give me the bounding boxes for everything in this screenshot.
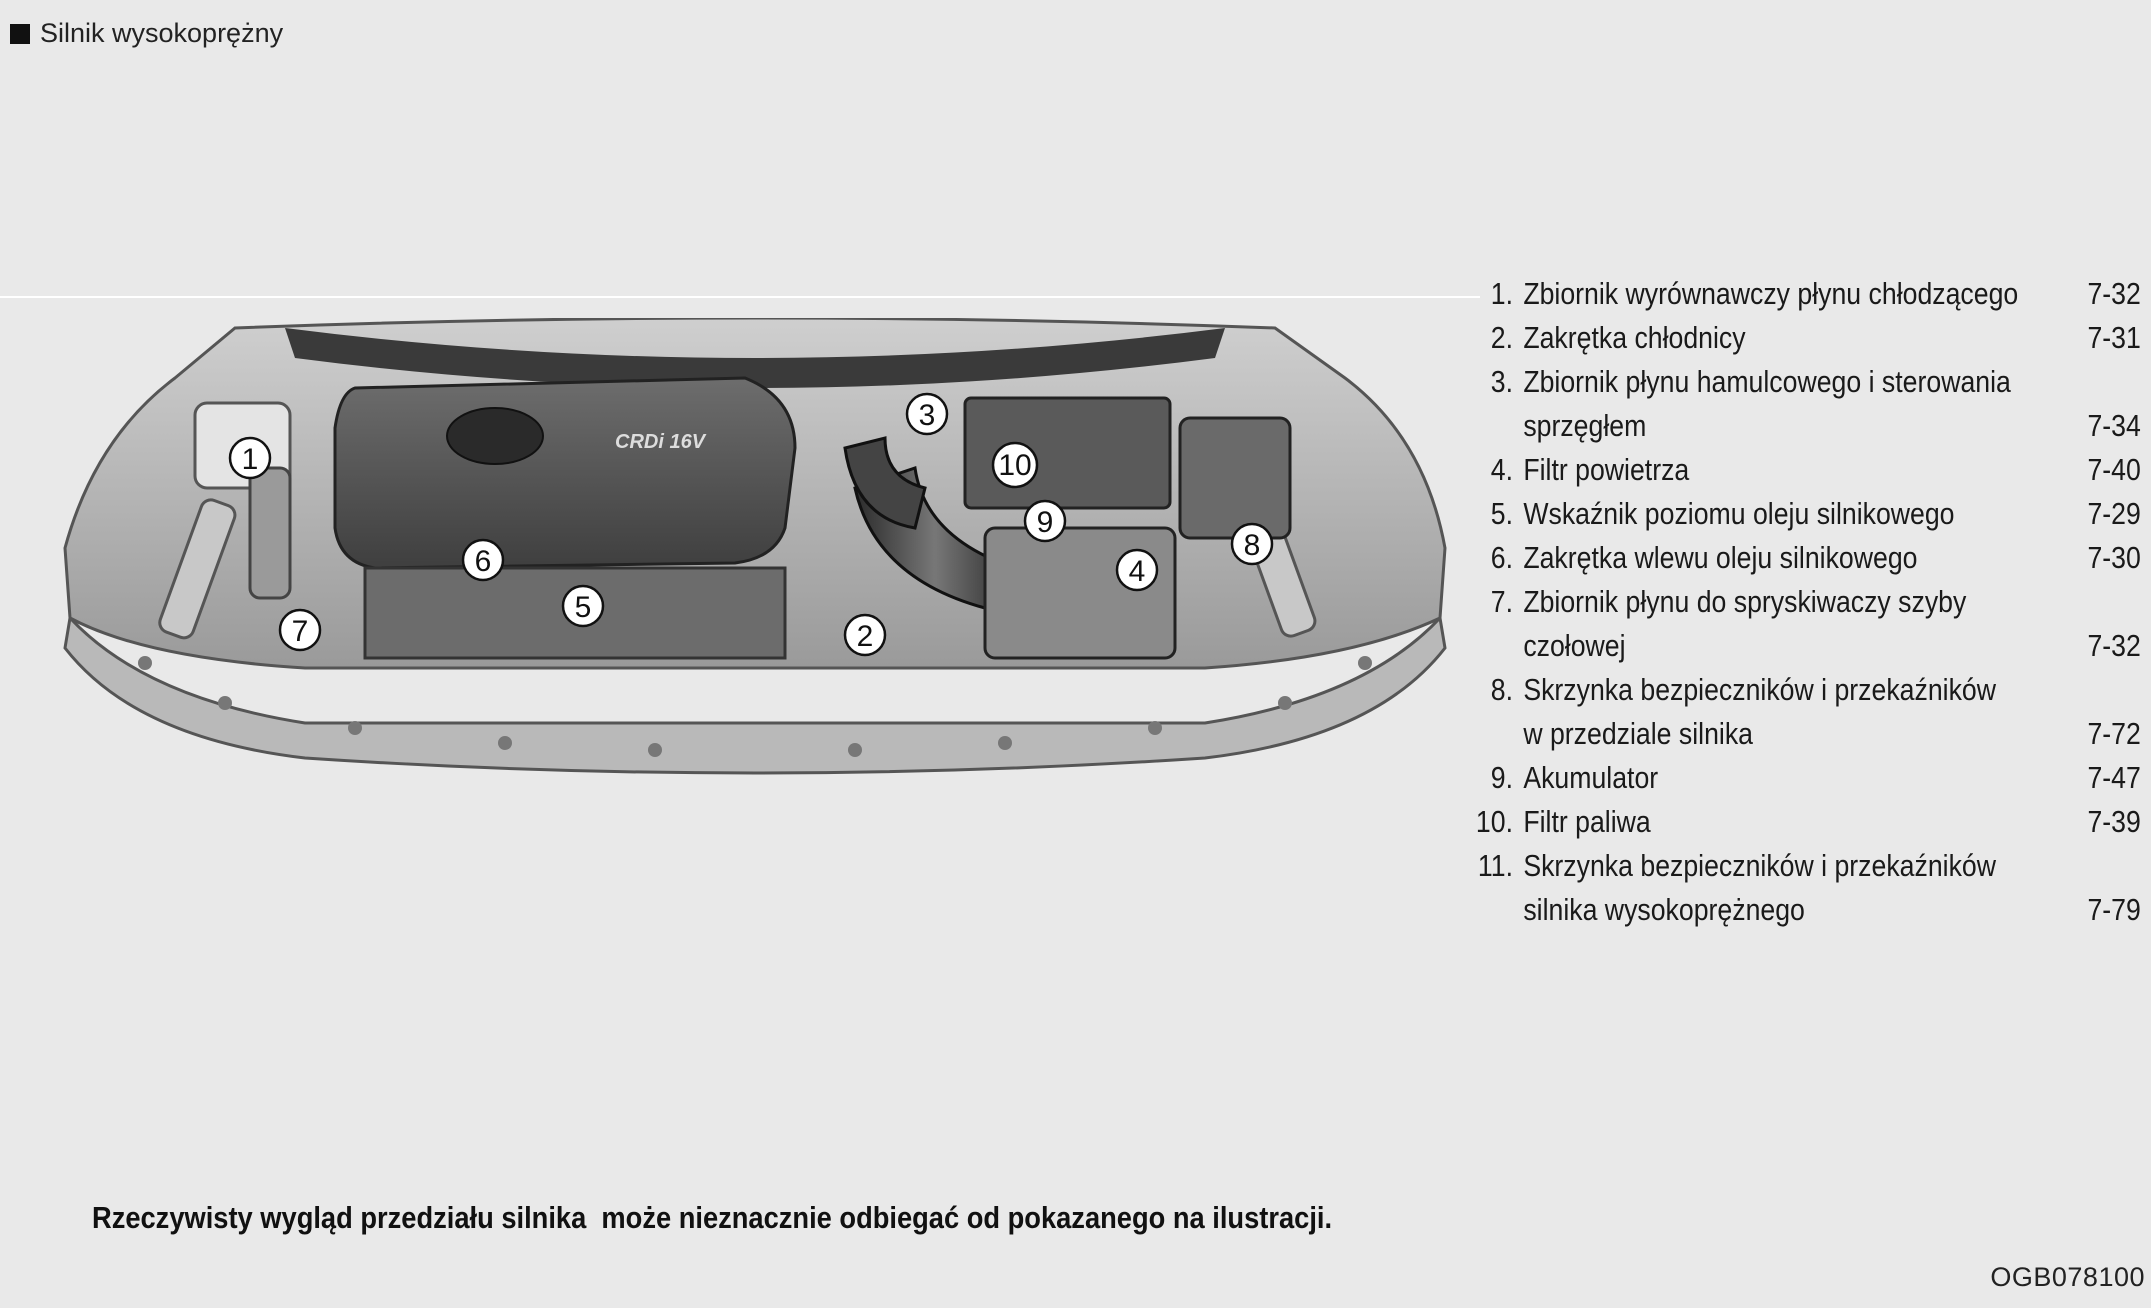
legend-item: 10. Filtr paliwa 7-39 bbox=[1470, 800, 2141, 844]
legend-item: 11. Skrzynka bezpieczników i przekaźnikó… bbox=[1470, 844, 2141, 932]
legend-number: 7. bbox=[1490, 584, 1513, 619]
legend-number: 1. bbox=[1490, 276, 1513, 311]
svg-text:3: 3 bbox=[919, 399, 936, 432]
legend-label: Zakrętka wlewu oleju silnikowego bbox=[1523, 540, 1918, 575]
legend-page-ref: 7-40 bbox=[2087, 452, 2141, 487]
divider-line bbox=[0, 296, 1480, 298]
callout-1: 1 bbox=[228, 436, 272, 480]
callout-markers: 1 2 3 4 5 6 7 8 9 10 bbox=[228, 392, 1274, 657]
legend-label: Filtr powietrza bbox=[1523, 452, 1690, 487]
svg-text:10: 10 bbox=[998, 449, 1031, 482]
legend-number: 10. bbox=[1475, 804, 1513, 839]
bullet-square-icon bbox=[10, 23, 30, 44]
fuse-box bbox=[1178, 416, 1292, 540]
svg-text:6: 6 bbox=[475, 545, 492, 578]
svg-text:2: 2 bbox=[857, 620, 874, 653]
legend-item: 1. Zbiornik wyrównawczy płynu chłodząceg… bbox=[1470, 272, 2141, 316]
legend-label: Skrzynka bezpieczników i przekaźników si… bbox=[1523, 848, 1996, 927]
callout-5: 5 bbox=[561, 584, 605, 628]
legend-label: Zbiornik wyrównawczy płynu chłodzącego bbox=[1523, 276, 2019, 311]
legend-number: 6. bbox=[1490, 540, 1513, 575]
svg-text:7: 7 bbox=[292, 615, 309, 648]
engine-cover bbox=[333, 376, 797, 570]
section-title: Silnik wysokoprężny bbox=[10, 18, 283, 49]
legend-page-ref: 7-29 bbox=[2087, 496, 2141, 531]
svg-text:9: 9 bbox=[1037, 506, 1054, 539]
legend-page-ref: 7-32 bbox=[2087, 276, 2141, 311]
legend-label: Zakrętka chłodnicy bbox=[1523, 320, 1746, 355]
legend-item: 4. Filtr powietrza 7-40 bbox=[1470, 448, 2141, 492]
legend-number: 8. bbox=[1490, 672, 1513, 707]
legend-item: 2. Zakrętka chłodnicy 7-31 bbox=[1470, 316, 2141, 360]
section-title-text: Silnik wysokoprężny bbox=[40, 18, 284, 48]
legend-label: Skrzynka bezpieczników i przekaźników w … bbox=[1523, 672, 1996, 751]
legend-label: Zbiornik płynu hamulcowego i sterowania … bbox=[1523, 364, 2011, 443]
legend-label: Filtr paliwa bbox=[1523, 804, 1651, 839]
legend-label: Zbiornik płynu do spryskiwaczy szyby czo… bbox=[1523, 584, 1967, 663]
svg-text:5: 5 bbox=[575, 591, 592, 624]
legend-page-ref: 7-79 bbox=[2087, 892, 2141, 927]
front-bumper bbox=[63, 614, 1447, 775]
svg-text:8: 8 bbox=[1244, 529, 1261, 562]
legend-page-ref: 7-39 bbox=[2087, 804, 2141, 839]
callout-8: 8 bbox=[1230, 522, 1274, 566]
engine-badge: CRDi 16V bbox=[615, 431, 707, 453]
legend-page-ref: 7-34 bbox=[2087, 408, 2141, 443]
legend-number: 5. bbox=[1490, 496, 1513, 531]
legend-number: 11. bbox=[1477, 848, 1513, 883]
callout-7: 7 bbox=[278, 608, 322, 652]
legend-number: 9. bbox=[1490, 760, 1513, 795]
callout-9: 9 bbox=[1023, 499, 1067, 543]
legend-item: 5. Wskaźnik poziomu oleju silnikowego 7-… bbox=[1470, 492, 2141, 536]
legend-page-ref: 7-72 bbox=[2087, 716, 2141, 751]
legend-page-ref: 7-31 bbox=[2087, 320, 2141, 355]
legend-page-ref: 7-30 bbox=[2087, 540, 2141, 575]
svg-text:4: 4 bbox=[1129, 555, 1146, 588]
callout-2: 2 bbox=[843, 613, 887, 657]
air-filter-box bbox=[983, 526, 1177, 660]
disclaimer-note: Rzeczywisty wygląd przedziału silnika mo… bbox=[92, 1200, 1333, 1235]
svg-text:1: 1 bbox=[242, 443, 259, 476]
legend-number: 3. bbox=[1490, 364, 1513, 399]
component-legend: 1. Zbiornik wyrównawczy płynu chłodząceg… bbox=[1470, 272, 2141, 932]
legend-page-ref: 7-32 bbox=[2087, 628, 2141, 663]
callout-3: 3 bbox=[905, 392, 949, 436]
legend-label: Wskaźnik poziomu oleju silnikowego bbox=[1523, 496, 1955, 531]
legend-item: 9. Akumulator 7-47 bbox=[1470, 756, 2141, 800]
callout-4: 4 bbox=[1115, 548, 1159, 592]
legend-item: 7. Zbiornik płynu do spryskiwaczy szyby … bbox=[1470, 580, 2141, 668]
callout-10: 10 bbox=[991, 441, 1039, 489]
callout-6: 6 bbox=[461, 538, 505, 582]
legend-number: 2. bbox=[1490, 320, 1513, 355]
legend-page-ref: 7-47 bbox=[2087, 760, 2141, 795]
legend-label: Akumulator bbox=[1523, 760, 1659, 795]
engine-compartment-illustration: CRDi 16V 1 2 3 4 5 6 7 8 9 10 bbox=[63, 318, 1447, 775]
legend-item: 3. Zbiornik płynu hamulcowego i sterowan… bbox=[1470, 360, 2141, 448]
image-code: OGB078100 bbox=[1990, 1262, 2145, 1292]
legend-item: 6. Zakrętka wlewu oleju silnikowego 7-30 bbox=[1470, 536, 2141, 580]
legend-item: 8. Skrzynka bezpieczników i przekaźników… bbox=[1470, 668, 2141, 756]
legend-number: 4. bbox=[1490, 452, 1513, 487]
